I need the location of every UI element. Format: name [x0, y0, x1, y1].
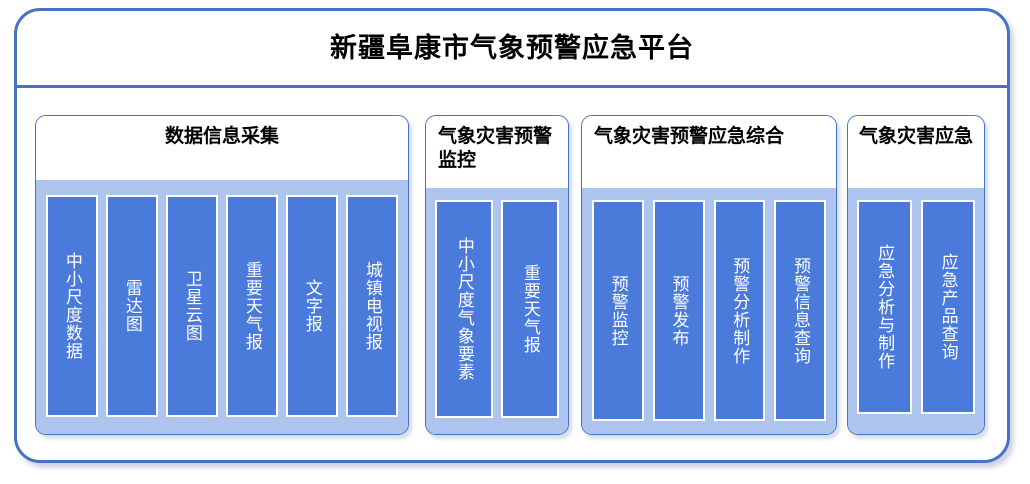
- chip-item[interactable]: 中小尺度气象要素: [435, 200, 493, 418]
- chip-item[interactable]: 应急分析与制作: [857, 200, 912, 414]
- chip-item[interactable]: 预警发布: [652, 200, 705, 421]
- panel-data-collection[interactable]: 数据信息采集 中小尺度数据 雷达图 卫星云图 重要天气报 文字报: [35, 115, 409, 435]
- chip-label: 城镇电视报: [362, 261, 382, 351]
- title-divider: [14, 85, 1010, 88]
- chip-label: 预警分析制作: [730, 256, 750, 365]
- panel-body-data-collection: 中小尺度数据 雷达图 卫星云图 重要天气报 文字报 城镇电视: [36, 180, 408, 434]
- chip-label: 重要天气报: [520, 264, 540, 354]
- platform-outer-frame: 新疆阜康市气象预警应急平台 数据信息采集 中小尺度数据 雷达图 卫星云图: [14, 8, 1010, 463]
- chip-item[interactable]: 中小尺度数据: [46, 195, 98, 417]
- panel-warning-emergency-integrated[interactable]: 气象灾害预警应急综合 预警监控 预警发布 预警分析制作 预警信息查询: [581, 115, 837, 435]
- chip-item[interactable]: 文字报: [286, 195, 338, 417]
- chip-item[interactable]: 重要天气报: [501, 200, 559, 418]
- chip-label: 预警信息查询: [791, 256, 811, 365]
- chip-label: 中小尺度气象要素: [454, 237, 474, 381]
- chip-item[interactable]: 卫星云图: [166, 195, 218, 417]
- chip-item[interactable]: 应急产品查询: [920, 200, 975, 414]
- panel-title-data-collection: 数据信息采集: [36, 116, 408, 180]
- chip-item[interactable]: 预警分析制作: [713, 200, 766, 421]
- chip-label: 卫星云图: [182, 270, 202, 342]
- module-panel-row: 数据信息采集 中小尺度数据 雷达图 卫星云图 重要天气报 文字报: [35, 115, 993, 435]
- page-title: 新疆阜康市气象预警应急平台: [330, 33, 694, 63]
- chip-label: 雷达图: [122, 279, 142, 333]
- panel-disaster-warning-monitoring[interactable]: 气象灾害预警监控 中小尺度气象要素 重要天气报: [425, 115, 569, 435]
- chip-label: 重要天气报: [242, 261, 262, 351]
- chip-label: 预警监控: [608, 274, 628, 347]
- panel-body-disaster-emergency: 应急分析与制作 应急产品查询: [848, 188, 984, 434]
- chip-item[interactable]: 雷达图: [106, 195, 158, 417]
- panel-title-disaster-warning-monitoring: 气象灾害预警监控: [426, 116, 568, 188]
- panel-body-disaster-warning-monitoring: 中小尺度气象要素 重要天气报: [426, 188, 568, 434]
- chip-item[interactable]: 城镇电视报: [346, 195, 398, 417]
- chip-label: 中小尺度数据: [62, 252, 82, 360]
- chip-label: 预警发布: [669, 274, 689, 347]
- chip-item[interactable]: 预警监控: [592, 200, 644, 421]
- chip-label: 文字报: [302, 279, 322, 333]
- panel-body-warning-emergency-integrated: 预警监控 预警发布 预警分析制作 预警信息查询: [582, 188, 836, 434]
- chip-label: 应急分析与制作: [875, 244, 895, 370]
- panel-title-warning-emergency-integrated: 气象灾害预警应急综合: [582, 116, 836, 188]
- panel-title-disaster-emergency: 气象灾害应急: [848, 116, 984, 188]
- chip-item[interactable]: 重要天气报: [226, 195, 278, 417]
- chip-item[interactable]: 预警信息查询: [774, 200, 826, 421]
- panel-disaster-emergency[interactable]: 气象灾害应急 应急分析与制作 应急产品查询: [847, 115, 985, 435]
- chip-label: 应急产品查询: [938, 253, 958, 361]
